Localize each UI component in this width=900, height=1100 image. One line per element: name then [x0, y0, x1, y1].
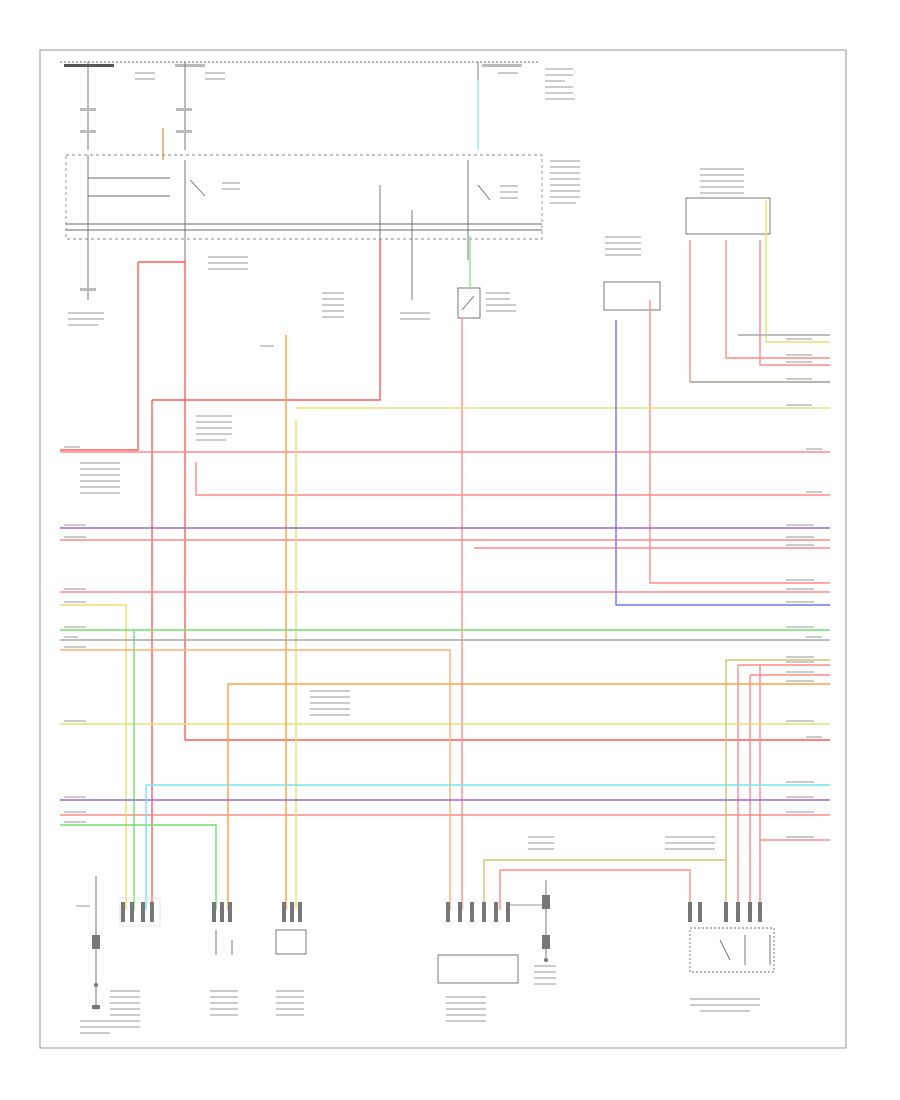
inertia-switch [457, 287, 516, 319]
bottom-connectors [76, 876, 775, 1010]
mid-annotations [80, 256, 715, 850]
wires [60, 200, 830, 910]
connector-pins-left [119, 897, 161, 927]
rail-labels [64, 338, 822, 838]
upper-right-module [603, 168, 771, 311]
connector-pins-tp [212, 902, 232, 922]
connector-pins-vss [282, 902, 302, 922]
fuse-panel-top [60, 61, 575, 160]
connector-pins-fuel-pump [446, 902, 510, 922]
left-ground-stack [68, 260, 430, 326]
central-junction-box [65, 154, 580, 260]
bottom-labels [80, 965, 760, 1034]
diagram-frame [39, 49, 847, 1049]
connector-pins-right [688, 902, 762, 922]
